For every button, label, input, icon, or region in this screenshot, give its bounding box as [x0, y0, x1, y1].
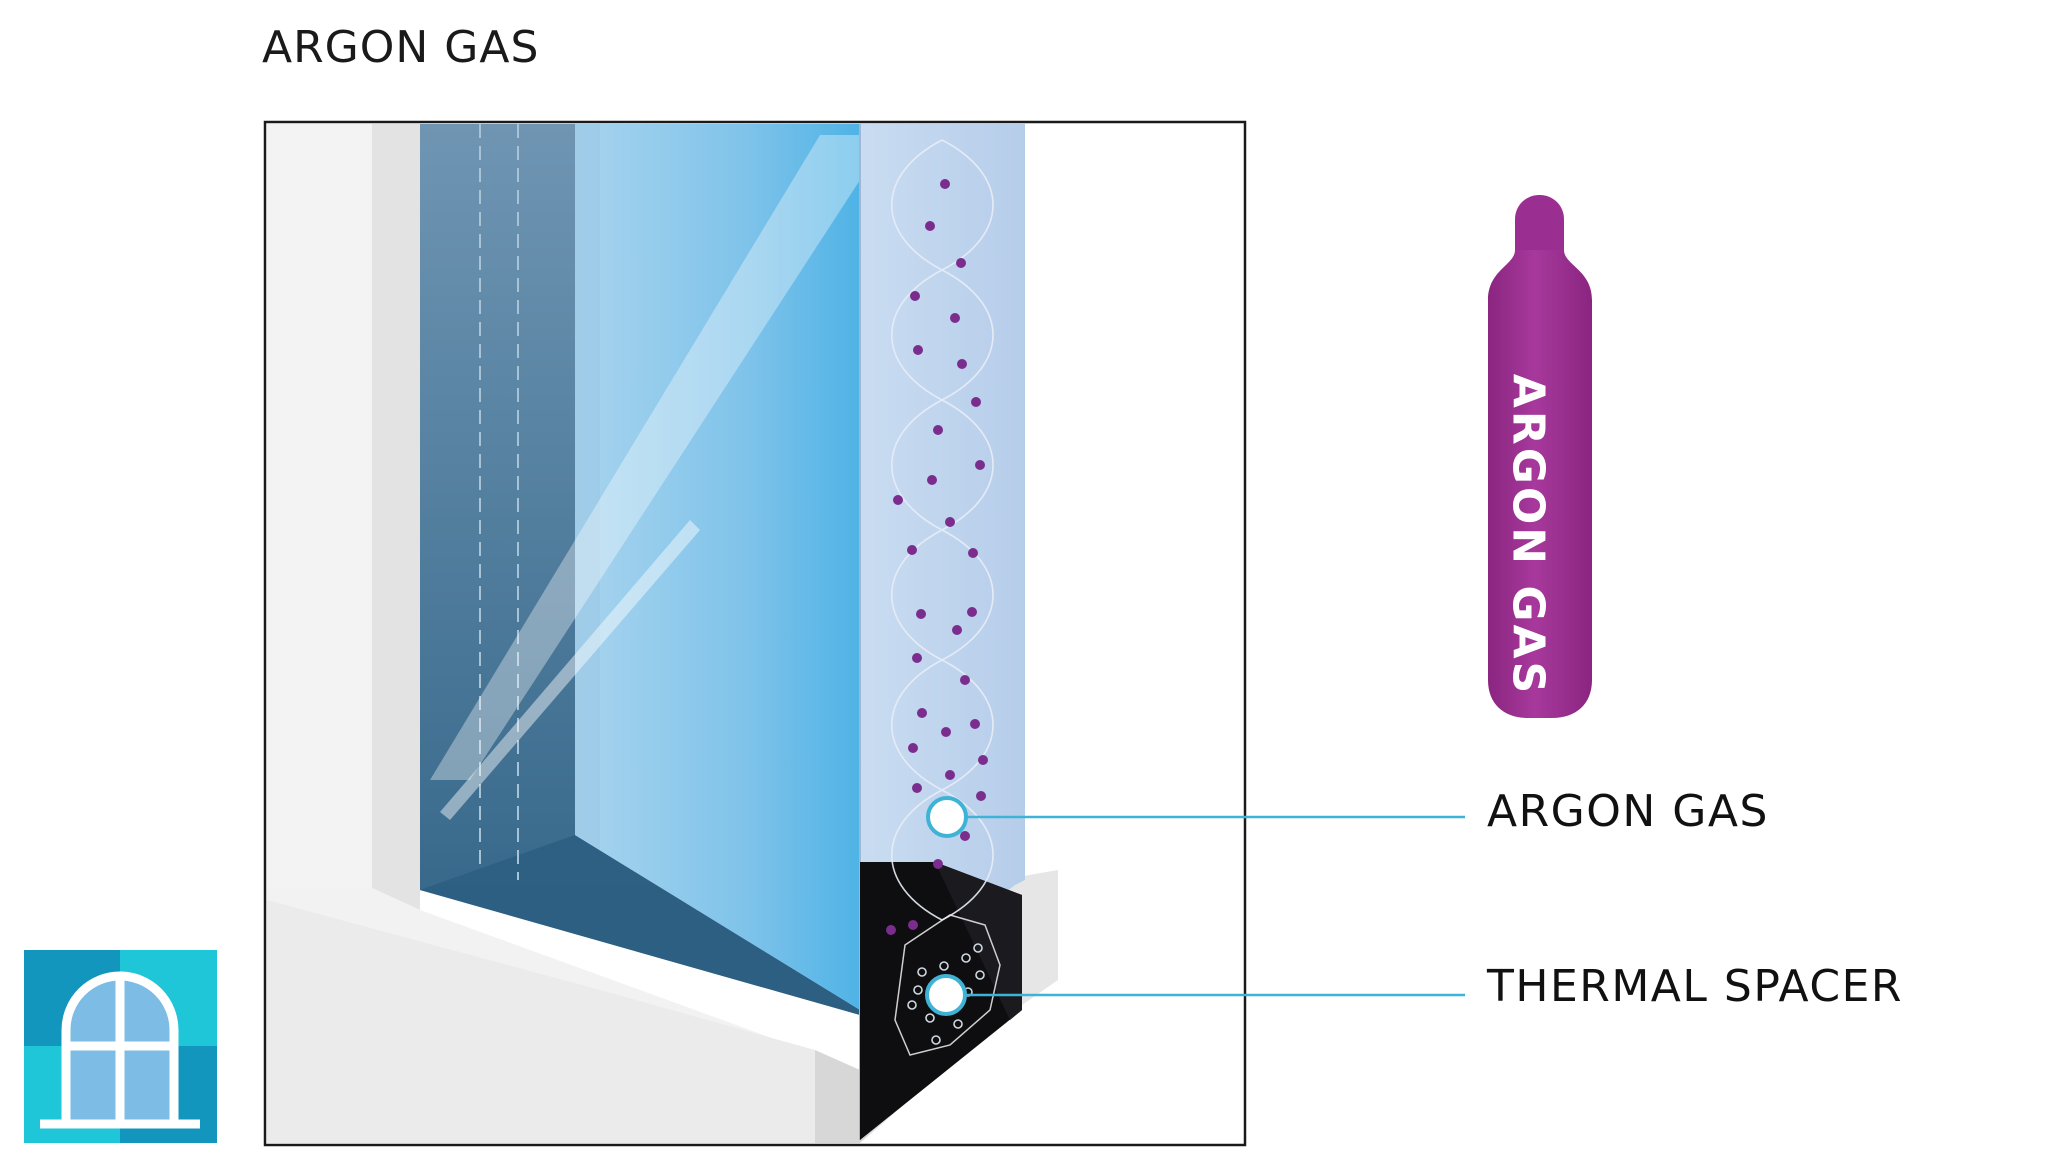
argon-gas-marker	[926, 796, 968, 838]
gas-cylinder-icon	[1488, 195, 1592, 718]
page-title: ARGON GAS	[262, 22, 540, 73]
glass-pane	[575, 124, 860, 1010]
argon-gas-cavity	[860, 124, 1025, 1010]
thermal-spacer-marker	[925, 974, 967, 1016]
argon-gas-callout-label: ARGON GAS	[1487, 786, 1769, 837]
inner-glass-pane	[420, 124, 860, 1015]
argon-particles	[886, 179, 988, 935]
thermal-spacer-callout-label: THERMAL SPACER	[1487, 961, 1903, 1012]
arched-window-logo-icon	[24, 950, 217, 1143]
